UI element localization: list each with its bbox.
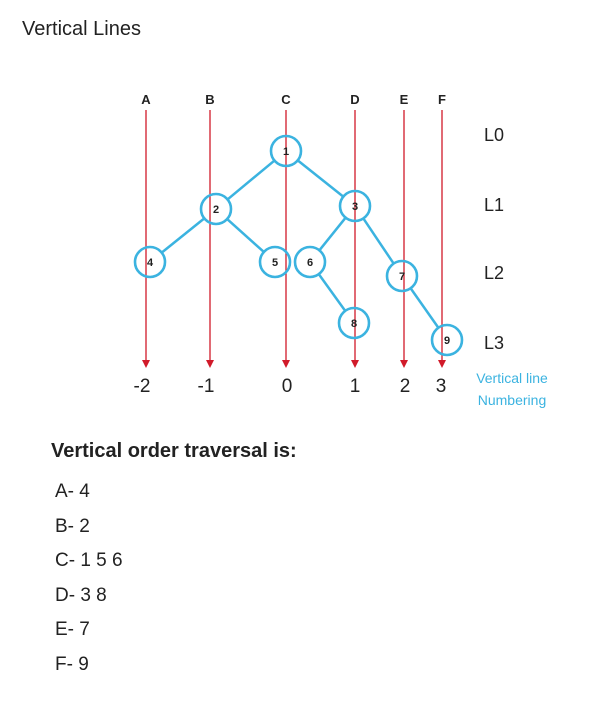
tree-diagram: 1 2 3 4 5 6 7 8 9 A -2 B -1 C 0 D 1 E 2 F 3 L0L1L2L3Vertical… (133, 92, 548, 408)
tree-edge (226, 159, 276, 201)
numbering-caption: Vertical line (476, 370, 548, 386)
tree-node-7 (385, 259, 419, 293)
tree-node-4 (133, 245, 167, 279)
vertical-line-number: 0 (282, 376, 293, 397)
vertical-line-label: A (141, 92, 151, 107)
vertical-line-label: E (400, 92, 409, 107)
level-label: L0 (484, 125, 504, 145)
vertical-line-number: 2 (400, 376, 411, 397)
traversal-list: A- 4 B- 2 C- 1 5 6 D- 3 8 E- 7 F- 9 (55, 480, 123, 687)
tree-edge (409, 287, 440, 329)
tree-node-2 (199, 192, 233, 226)
vertical-line-label: D (350, 92, 359, 107)
traversal-item-c: C- 1 5 6 (55, 550, 123, 571)
tree-node-6 (293, 245, 327, 279)
tree-node-label: 2 (213, 204, 219, 216)
tree-node-label: 7 (399, 271, 405, 283)
level-label: L3 (484, 333, 504, 353)
traversal-item-e: E- 7 (55, 619, 90, 640)
vertical-line-label: B (205, 92, 214, 107)
tree-node-label: 3 (352, 201, 358, 213)
vertical-line-number: -1 (198, 376, 215, 397)
tree-edge (160, 217, 206, 254)
numbering-caption: Numbering (478, 392, 546, 408)
traversal-heading: Vertical order traversal is: (51, 440, 297, 462)
tree-node-9 (430, 323, 464, 357)
tree-node-label: 5 (272, 257, 278, 269)
tree-node-1 (269, 134, 303, 168)
tree-edge (226, 218, 265, 253)
tree-edge (318, 216, 347, 252)
traversal-item-a: A- 4 (55, 481, 90, 502)
tree-node-label: 8 (351, 318, 357, 330)
tree-edge (362, 217, 395, 265)
level-label: L2 (484, 263, 504, 283)
tree-node-3 (338, 189, 372, 223)
tree-node-label: 9 (444, 335, 450, 347)
tree-edge (317, 273, 347, 312)
page-title: Vertical Lines (22, 18, 141, 40)
tree-edge (296, 159, 345, 198)
traversal-item-d: D- 3 8 (55, 584, 107, 606)
vertical-line-label: F (438, 92, 446, 107)
vertical-line-number: -2 (134, 376, 151, 397)
traversal-item-f: F- 9 (55, 653, 89, 675)
tree-node-5 (258, 245, 292, 279)
traversal-item-b: B- 2 (55, 515, 90, 537)
tree-node-label: 6 (307, 257, 313, 269)
vertical-line-number: 1 (350, 376, 361, 397)
vertical-line-label: C (281, 92, 291, 107)
vertical-line-number: 3 (436, 376, 447, 397)
level-label: L1 (484, 195, 504, 215)
tree-node-label: 1 (283, 146, 289, 158)
tree-node-label: 4 (147, 257, 154, 269)
tree-node-8 (337, 306, 371, 340)
